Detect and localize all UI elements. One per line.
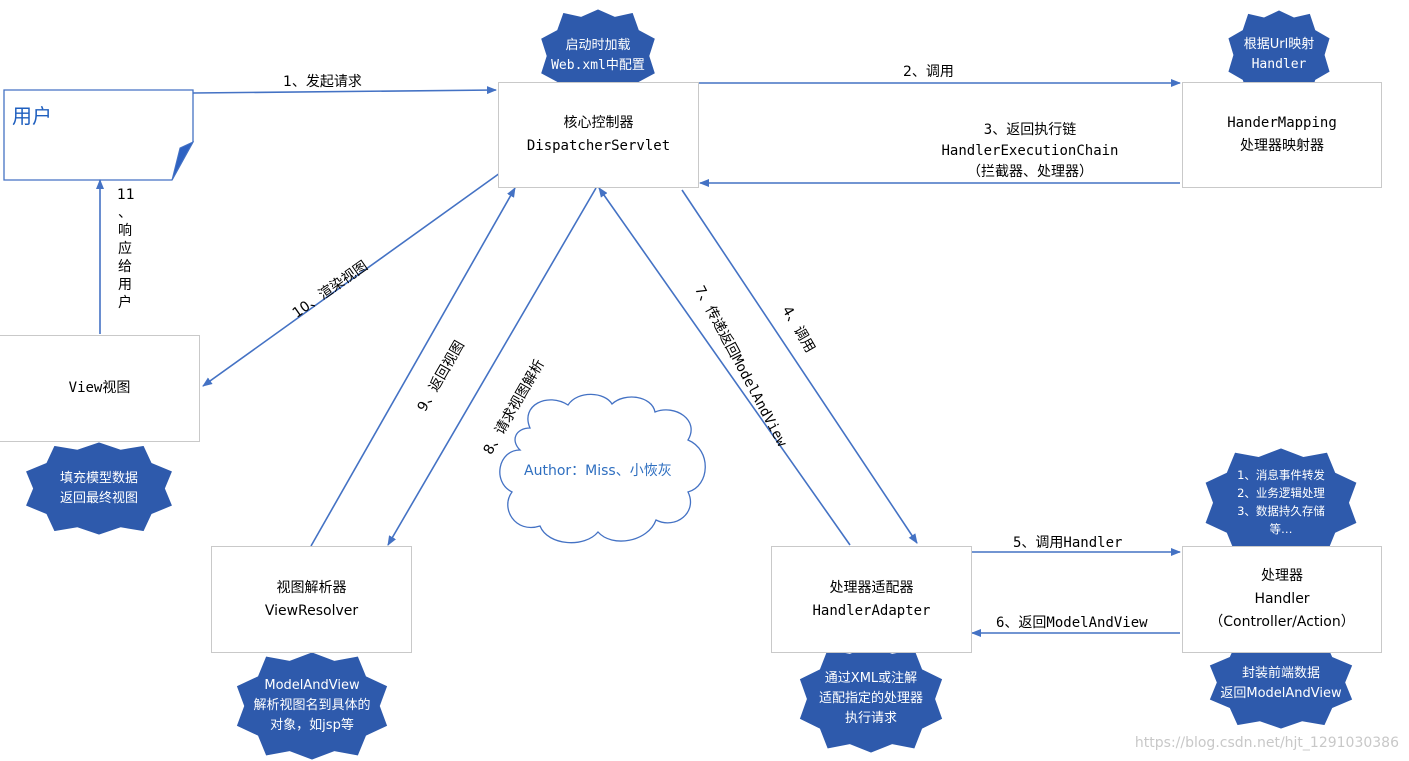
edge-11-char-6: 户 [118,295,132,311]
handler-mapping-box[interactable]: HanderMapping 处理器映射器 [1182,82,1382,188]
arrow-1-request [192,86,497,95]
arrow-10-render-view [202,172,501,387]
burst-resolver-note [235,651,389,761]
handler-title-en: Handler [1254,591,1310,607]
adapter-title-en: HandlerAdapter [812,602,931,619]
burst-startup-line2: Web.xml中配置 [551,58,645,73]
adapter-title-cn: 处理器适配器 [829,579,914,596]
edge-3-label: 3、返回执行链 HandlerExecutionChain （拦截器、处理器） [820,120,1240,183]
arrow-9-return-view [310,187,516,547]
burst-mapping-line1: 根据Url映射 [1243,37,1315,52]
burst-mapping-line2: Handler [1251,57,1307,72]
handler-box[interactable]: 处理器 Handler （Controller/Action） [1182,546,1382,653]
edge-11-char-3: 应 [118,241,132,257]
burst-view-text: 填充模型数据 返回最终视图 [60,469,138,509]
dispatcher-title-en: DispatcherServlet [526,138,671,154]
burst-adapter-line2: 适配指定的处理器 [818,691,924,706]
edge-1-label: 1、发起请求 [283,74,362,90]
edge-2-label: 2、调用 [903,64,954,80]
view-box[interactable]: View视图 [0,335,200,442]
view-title: View视图 [68,380,131,396]
burst-handler-top-line4: 等… [1269,522,1293,536]
edge-3-line3: （拦截器、处理器） [967,164,1093,180]
burst-adapter-line1: 通过XML或注解 [824,671,918,686]
burst-adapter-line3: 执行请求 [844,711,898,726]
author-cloud-text: Author：Miss、小恢灰 [524,463,672,479]
burst-view-line1: 填充模型数据 [59,471,139,486]
edge-11-char-1: 、 [118,205,132,221]
burst-adapter-text: 通过XML或注解 适配指定的处理器 执行请求 [819,669,923,729]
burst-resolver-text: ModelAndView 解析视图名到具体的 对象，如jsp等 [253,676,370,736]
mapping-title-cn: 处理器映射器 [1240,138,1324,154]
burst-resolver-line3: 对象，如jsp等 [270,718,354,733]
resolver-title-cn: 视图解析器 [276,579,347,596]
edge-3-line1: 3、返回执行链 [983,122,1077,138]
burst-adapter-note [798,644,944,754]
resolver-title-en: ViewResolver [264,602,359,619]
arrow-4-call-adapter [681,189,918,544]
burst-handler-top-line2: 2、业务逻辑处理 [1237,486,1325,500]
user-page-shape [3,89,195,181]
burst-handler-bottom-line2: 返回ModelAndView [1220,686,1342,701]
burst-resolver-line2: 解析视图名到具体的 [253,698,371,713]
arrow-8-request-resolve [387,187,597,546]
edge-11-char-2: 响 [118,223,132,239]
arrow-7-pass-mav [598,187,851,546]
mapping-title-en: HanderMapping [1227,115,1337,131]
burst-resolver-line1: ModelAndView [264,678,360,693]
burst-handler-top-line3: 3、数据持久存储 [1237,504,1325,518]
edge-6-label: 6、返回ModelAndView [996,615,1148,631]
edge-11-char-0: 11 [117,187,135,203]
handler-title-sub: （Controller/Action） [1209,614,1355,630]
burst-mapping-text: 根据Url映射 Handler [1244,35,1314,75]
burst-startup-text: 启动时加载 Web.xml中配置 [551,36,645,76]
dispatcher-servlet-box[interactable]: 核心控制器 DispatcherServlet [498,82,699,188]
user-label[interactable]: 用户 [12,104,52,128]
edge-5-label: 5、调用Handler [1013,535,1123,551]
burst-handler-top-text: 1、消息事件转发 2、业务逻辑处理 3、数据持久存储 等… [1237,466,1325,538]
handler-title-cn: 处理器 [1261,568,1303,584]
author-cloud [499,393,706,544]
edge-11-char-4: 给 [118,259,132,275]
burst-startup-line1: 启动时加载 [565,38,631,53]
view-resolver-box[interactable]: 视图解析器 ViewResolver [211,546,412,653]
burst-handler-top-line1: 1、消息事件转发 [1237,468,1325,482]
edge-11-char-5: 用 [118,277,132,293]
edge-11-label: 11 、 响 应 给 用 户 [117,186,135,312]
edge-3-line2: HandlerExecutionChain [941,143,1119,159]
watermark: https://blog.csdn.net/hjt_1291030386 [1134,735,1399,751]
dispatcher-title-cn: 核心控制器 [563,115,634,131]
burst-view-note [24,441,174,536]
burst-view-line2: 返回最终视图 [59,491,139,506]
burst-handler-bottom-line1: 封装前端数据 [1241,666,1320,681]
burst-handler-bottom-text: 封装前端数据 返回ModelAndView [1220,664,1341,704]
burst-handler-bottom-note [1208,635,1354,730]
handler-adapter-box[interactable]: 处理器适配器 HandlerAdapter [771,546,972,653]
